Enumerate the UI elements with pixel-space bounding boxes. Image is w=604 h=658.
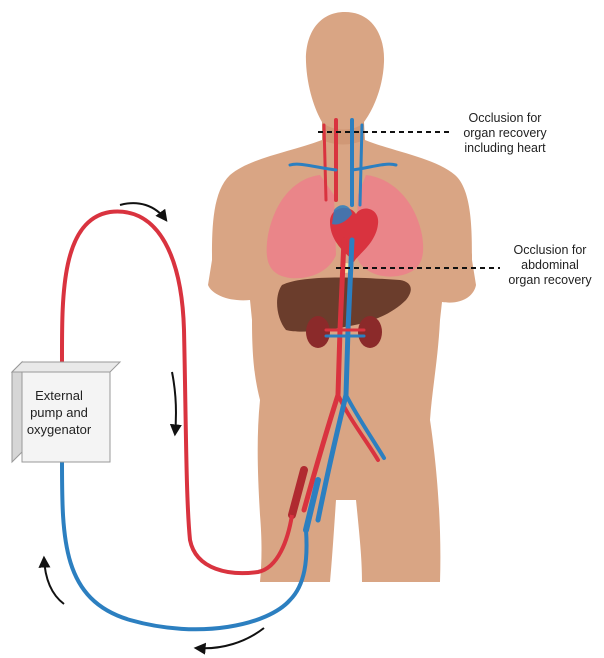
left-kidney: [306, 316, 330, 348]
pump-line-1: External: [14, 387, 104, 404]
occlusion-abd-line-3: organ recovery: [486, 273, 604, 288]
occlusion-top-line-2: organ recovery: [430, 126, 580, 141]
pump-label: External pump and oxygenator: [14, 387, 104, 438]
occlusion-abd-line-2: abdominal: [486, 258, 604, 273]
pump-box-top: [12, 362, 120, 372]
neck-artery-2: [324, 125, 326, 200]
occlusion-label-abdominal: Occlusion for abdominal organ recovery: [486, 243, 604, 288]
flow-arrow-icon: [172, 372, 176, 434]
neck-vein-2: [360, 125, 362, 205]
pump-line-2: pump and: [14, 404, 104, 421]
right-kidney: [358, 316, 382, 348]
occlusion-label-top: Occlusion for organ recovery including h…: [430, 111, 580, 156]
pump-line-3: oxygenator: [14, 421, 104, 438]
occlusion-top-line-3: including heart: [430, 141, 580, 156]
occlusion-abd-line-1: Occlusion for: [486, 243, 604, 258]
occlusion-top-line-1: Occlusion for: [430, 111, 580, 126]
flow-arrow-icon: [44, 558, 64, 604]
